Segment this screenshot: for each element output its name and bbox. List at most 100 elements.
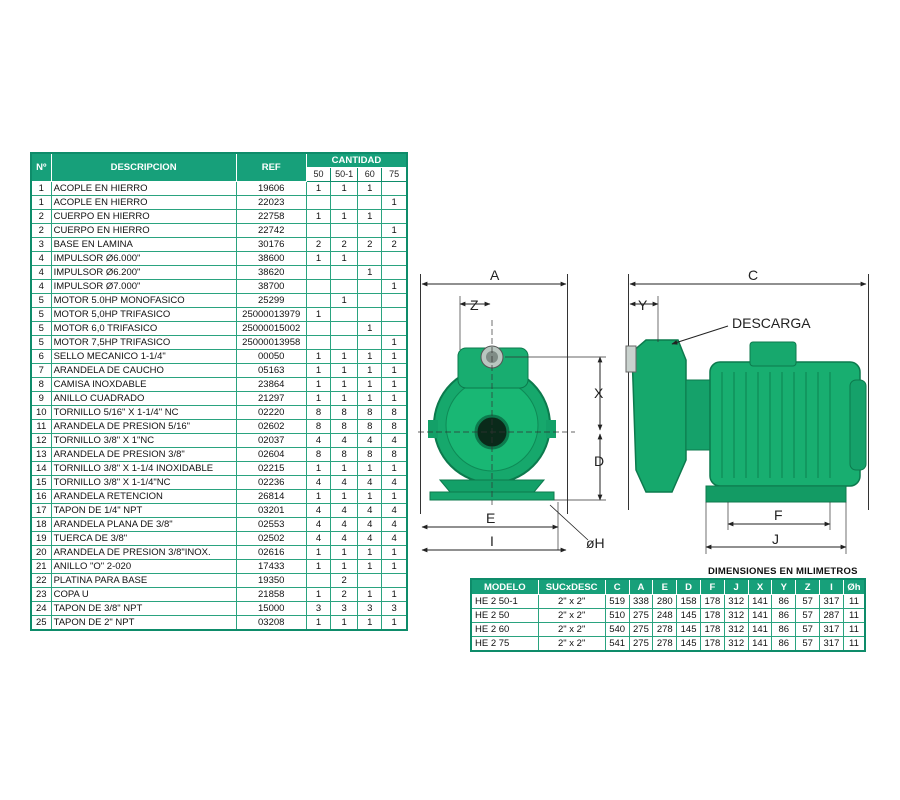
dims-header: A [628, 578, 654, 595]
qty-75 [381, 265, 408, 280]
pump-front-view [418, 274, 606, 553]
dimension-value: 178 [699, 636, 725, 652]
qty-75: 3 [381, 601, 408, 616]
qty-60: 1 [357, 181, 383, 196]
header-qty-col: 50 [305, 167, 332, 182]
dimension-value: 158 [676, 594, 701, 609]
label-descarga: DESCARGA [732, 315, 811, 331]
qty-50 [305, 195, 332, 210]
item-number: 3 [30, 237, 52, 252]
dimension-value: 317 [819, 636, 844, 652]
qty-50: 3 [305, 601, 332, 616]
qty-50-1: 2 [330, 237, 359, 252]
model-name: HE 2 50 [470, 608, 539, 623]
qty-60 [357, 223, 383, 238]
dims-header: F [699, 578, 725, 595]
item-description: MOTOR 5.0HP MONOFASICO [50, 293, 237, 308]
model-name: HE 2 50-1 [470, 594, 539, 609]
item-ref: 19606 [235, 181, 307, 196]
header-qty-col: 60 [357, 167, 383, 182]
dimension-value: 312 [723, 636, 749, 652]
dimension-value: 2" x 2" [537, 622, 606, 637]
pump-drawings: A Z X D E I øH C Y DESCARGA F J [418, 267, 869, 554]
item-number: 22 [30, 573, 52, 588]
label-z: Z [470, 297, 479, 313]
qty-50 [305, 321, 332, 336]
qty-60 [357, 335, 383, 350]
item-ref: 38600 [235, 251, 307, 266]
item-number: 2 [30, 223, 52, 238]
qty-50-1: 4 [330, 433, 359, 448]
item-description: ARANDELA RETENCION [50, 489, 237, 504]
item-ref: 22742 [235, 223, 307, 238]
qty-75 [381, 181, 408, 196]
item-number: 11 [30, 419, 52, 434]
qty-50-1 [330, 321, 359, 336]
qty-50-1: 4 [330, 531, 359, 546]
item-number: 2 [30, 209, 52, 224]
dimension-value: 178 [699, 608, 725, 623]
qty-60 [357, 279, 383, 294]
item-number: 5 [30, 307, 52, 322]
item-number: 9 [30, 391, 52, 406]
item-number: 10 [30, 405, 52, 420]
item-description: IMPULSOR ø6.000" [50, 251, 237, 266]
qty-60: 4 [357, 531, 383, 546]
item-description: CUERPO EN HIERRO [50, 223, 237, 238]
qty-50: 1 [305, 363, 332, 378]
qty-50-1: 3 [330, 601, 359, 616]
qty-75: 4 [381, 433, 408, 448]
qty-50-1: 1 [330, 209, 359, 224]
item-description: TAPON DE 1/4" NPT [50, 503, 237, 518]
label-d: D [594, 453, 604, 469]
qty-60: 1 [357, 377, 383, 392]
qty-60 [357, 573, 383, 588]
dimension-value: 57 [795, 636, 821, 652]
item-description: MOTOR 6,0 TRIFASICO [50, 321, 237, 336]
qty-50: 4 [305, 517, 332, 532]
item-number: 8 [30, 377, 52, 392]
item-ref: 17433 [235, 559, 307, 574]
qty-60 [357, 293, 383, 308]
item-number: 4 [30, 265, 52, 280]
qty-50-1 [330, 335, 359, 350]
qty-50-1: 1 [330, 181, 359, 196]
dimension-value: 275 [628, 622, 654, 637]
dimension-value: 141 [747, 622, 773, 637]
dimension-value: 312 [723, 622, 749, 637]
qty-50: 1 [305, 181, 332, 196]
dimension-value: 145 [676, 636, 701, 652]
dims-header: Z [795, 578, 821, 595]
item-number: 14 [30, 461, 52, 476]
item-description: IMPULSOR ø6.200" [50, 265, 237, 280]
qty-75: 1 [381, 377, 408, 392]
label-y: Y [638, 297, 648, 313]
qty-75: 1 [381, 545, 408, 560]
item-description: TORNILLO 3/8" x 1"NC [50, 433, 237, 448]
item-description: PLATINA PARA BASE [50, 573, 237, 588]
item-ref: 02616 [235, 545, 307, 560]
qty-50-1: 1 [330, 545, 359, 560]
item-number: 16 [30, 489, 52, 504]
qty-60 [357, 195, 383, 210]
dimension-value: 280 [652, 594, 678, 609]
item-ref: 19350 [235, 573, 307, 588]
dimension-value: 178 [699, 622, 725, 637]
qty-75: 1 [381, 279, 408, 294]
item-number: 23 [30, 587, 52, 602]
header-no: Nº [30, 152, 52, 182]
item-description: ARANDELA PLANA DE 3/8" [50, 517, 237, 532]
item-number: 4 [30, 251, 52, 266]
qty-50-1: 2 [330, 573, 359, 588]
